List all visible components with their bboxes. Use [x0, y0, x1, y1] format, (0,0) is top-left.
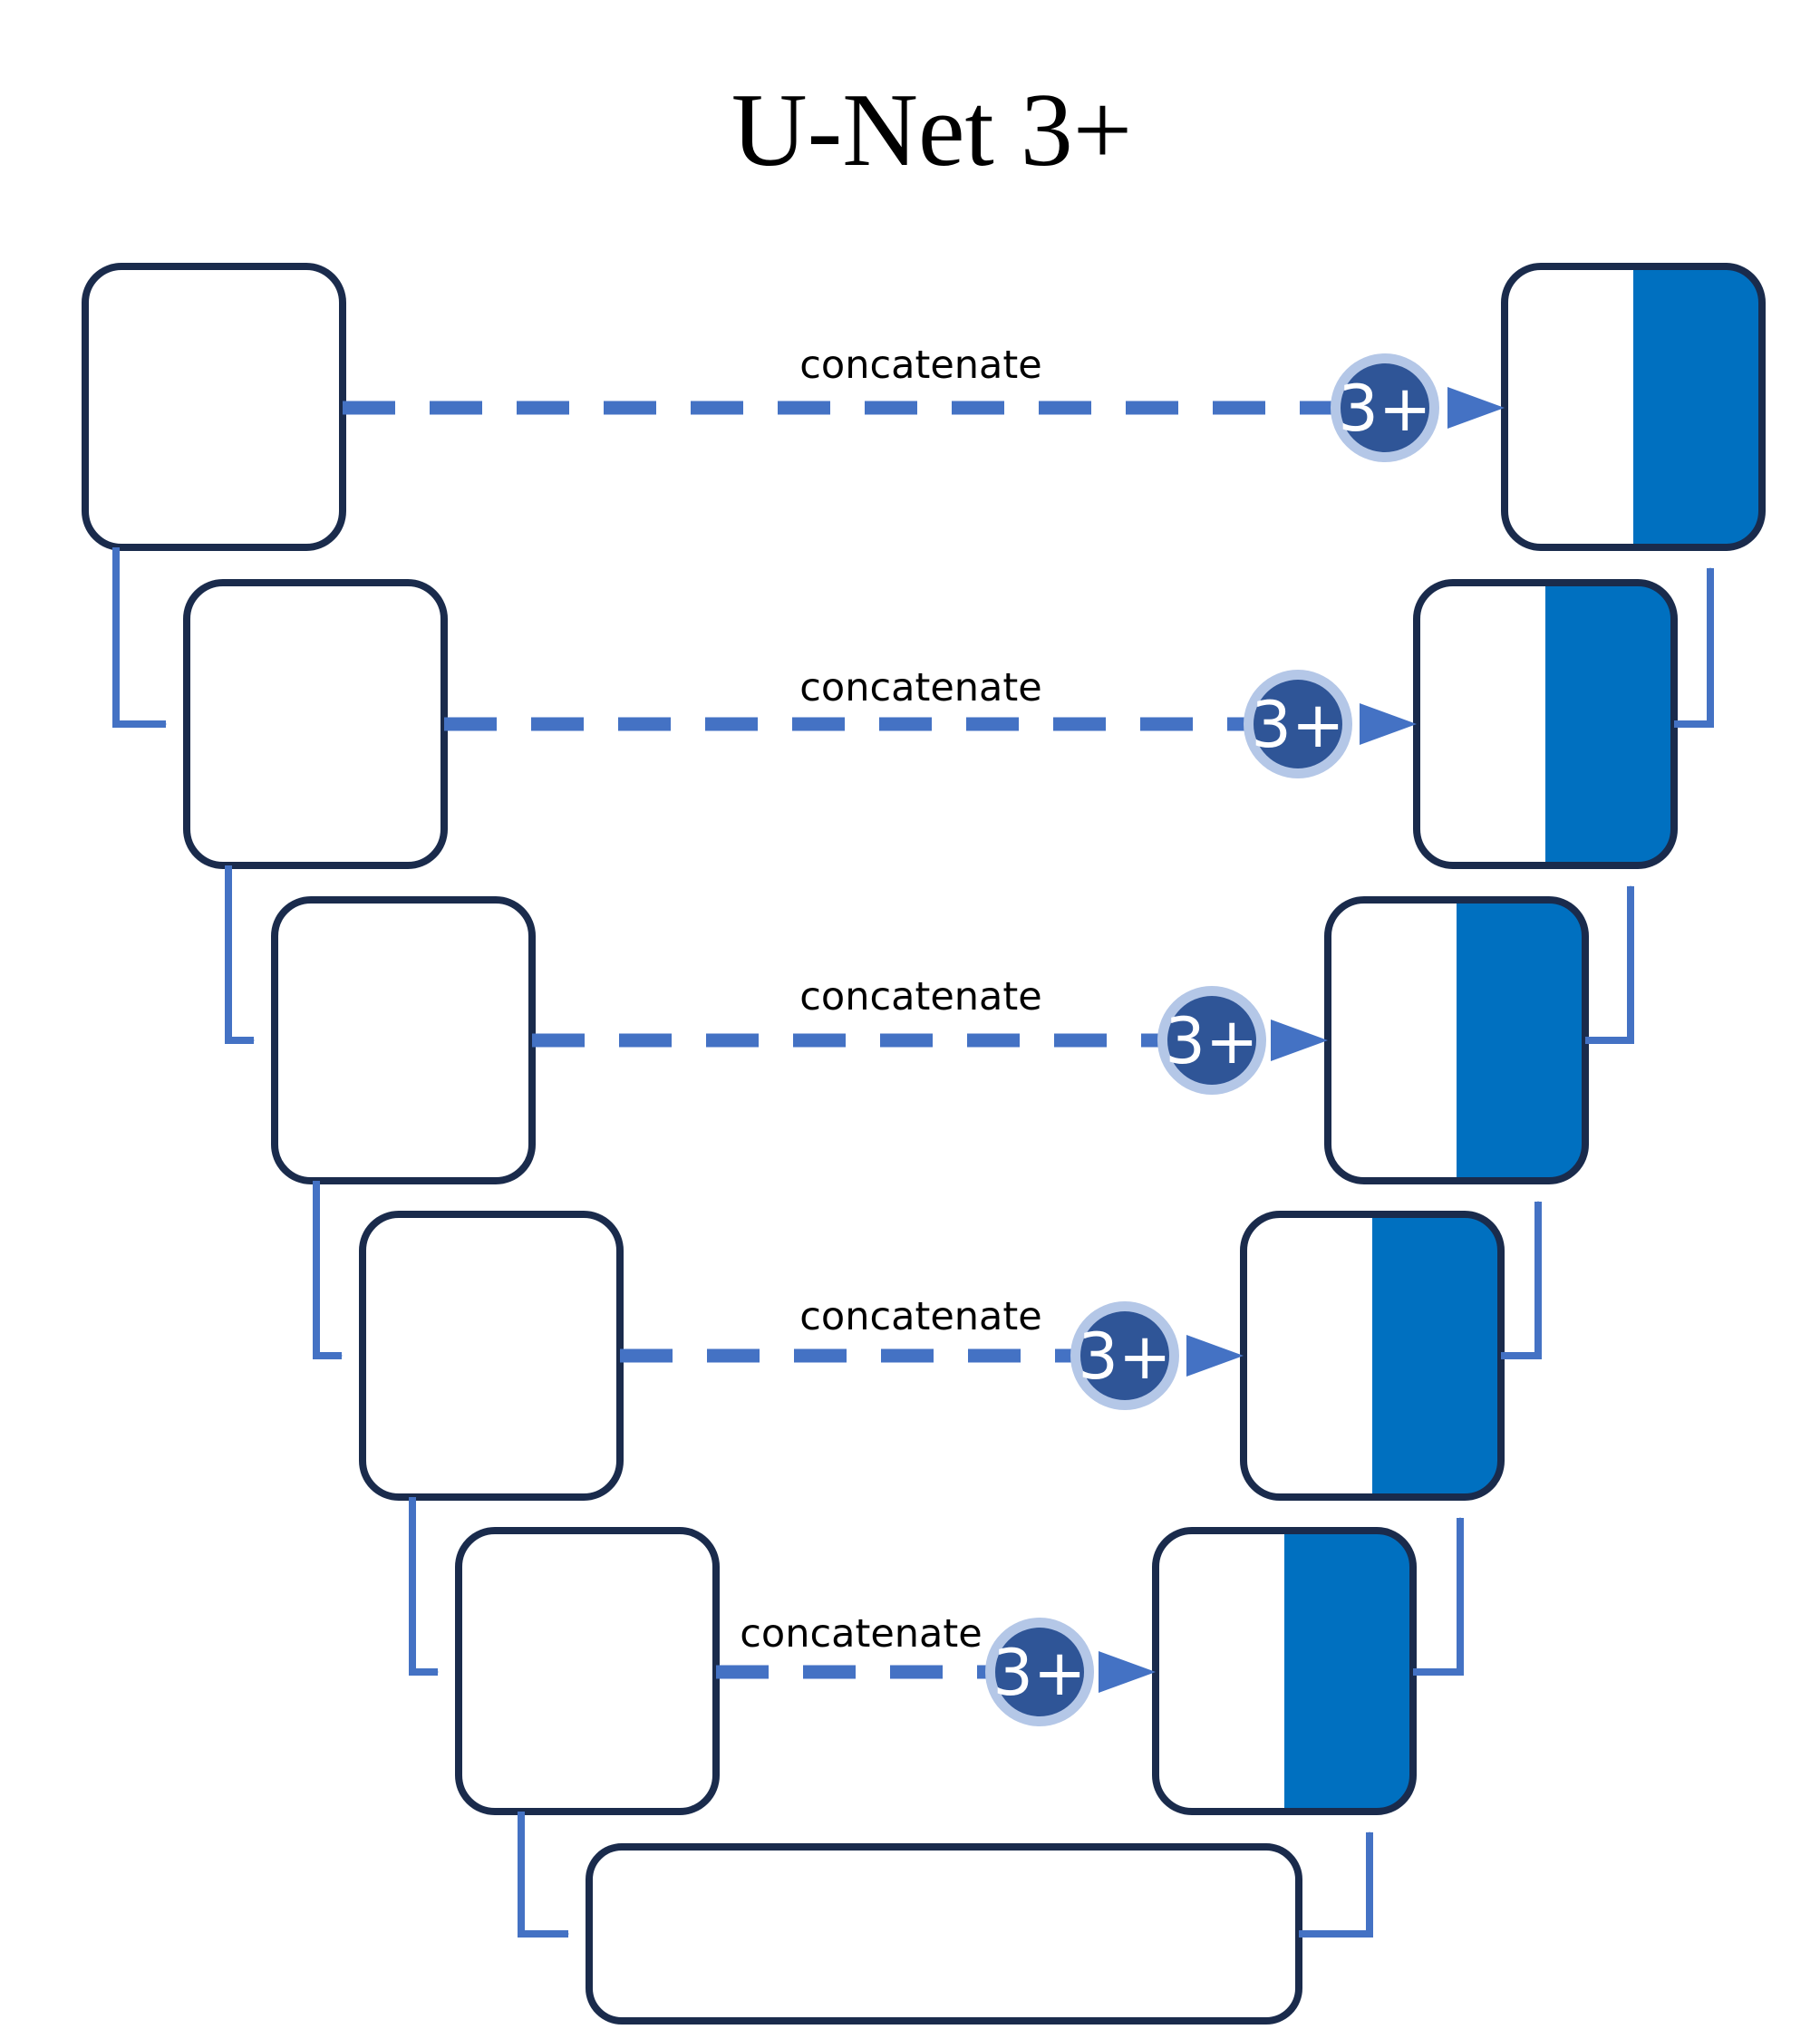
- up-arrow-2: [1674, 567, 1714, 728]
- concat-labels: concatenate concatenate concatenate conc…: [740, 343, 1041, 1657]
- up-arrow-5: [1413, 1517, 1464, 1676]
- operator-label-5: 3+: [992, 1636, 1086, 1710]
- decoder-block-5: [1152, 1527, 1417, 1815]
- skip-arrowhead-3: [1271, 1020, 1328, 1061]
- decoder-block-2-half: [1545, 583, 1674, 865]
- operator-label-3: 3+: [1165, 1004, 1258, 1078]
- encoder-arrows: [112, 547, 569, 1938]
- skip-arrowhead-4: [1186, 1335, 1244, 1377]
- decoder-block-1: [1501, 263, 1766, 551]
- concat-label-5: concatenate: [740, 1611, 982, 1657]
- operator-label-4: 3+: [1078, 1319, 1171, 1394]
- decoder-arrows: [1299, 567, 1714, 1938]
- decoder-block-2: [1413, 579, 1678, 869]
- operator-label-2: 3+: [1251, 688, 1344, 762]
- up-arrow-4: [1501, 1201, 1542, 1359]
- up-arrow-3: [1585, 885, 1634, 1044]
- circle-3plus-icon: 3+: [1331, 353, 1439, 462]
- circle-3plus-icon: 3+: [1070, 1301, 1179, 1410]
- decoder-block-4: [1240, 1211, 1505, 1501]
- up-arrow-bottleneck: [1299, 1831, 1373, 1938]
- diagram-title: U-Net 3+: [731, 72, 1132, 188]
- circle-3plus-icon: 3+: [1244, 670, 1352, 778]
- skip-arrowhead-1: [1447, 387, 1505, 429]
- operator-label-1: 3+: [1338, 372, 1431, 446]
- bottleneck-block: [586, 1843, 1302, 2025]
- decoder-block-3: [1324, 896, 1589, 1184]
- encoder-block-1: [82, 263, 346, 551]
- decoder-block-4-half: [1372, 1214, 1501, 1497]
- down-arrow-4: [409, 1497, 439, 1676]
- encoder-block-5: [455, 1527, 720, 1815]
- circle-3plus-icon: 3+: [985, 1618, 1094, 1726]
- circle-3plus-icon: 3+: [1157, 986, 1266, 1095]
- decoder-block-1-half: [1633, 266, 1762, 547]
- skip-arrowheads: [1099, 387, 1505, 1693]
- decoder-block-3-half: [1457, 900, 1585, 1181]
- operators: 3+ 3+ 3+ 3+ 3+: [985, 353, 1439, 1726]
- encoder-block-2: [183, 579, 448, 869]
- concat-label-4: concatenate: [799, 1294, 1041, 1339]
- encoder-block-4: [359, 1211, 624, 1501]
- concat-label-3: concatenate: [799, 974, 1041, 1020]
- decoder-blocks: [1152, 263, 1766, 1815]
- encoder-block-3: [271, 896, 536, 1184]
- skip-lines: [343, 401, 1374, 1679]
- down-arrow-1: [112, 547, 167, 728]
- concat-label-1: concatenate: [799, 343, 1041, 388]
- down-arrow-5: [518, 1812, 569, 1938]
- down-arrow-3: [313, 1181, 343, 1359]
- concat-label-2: concatenate: [799, 665, 1041, 710]
- skip-arrowhead-2: [1360, 703, 1417, 745]
- down-arrow-2: [225, 865, 255, 1044]
- skip-arrowhead-5: [1099, 1651, 1156, 1693]
- decoder-block-5-half: [1284, 1531, 1413, 1812]
